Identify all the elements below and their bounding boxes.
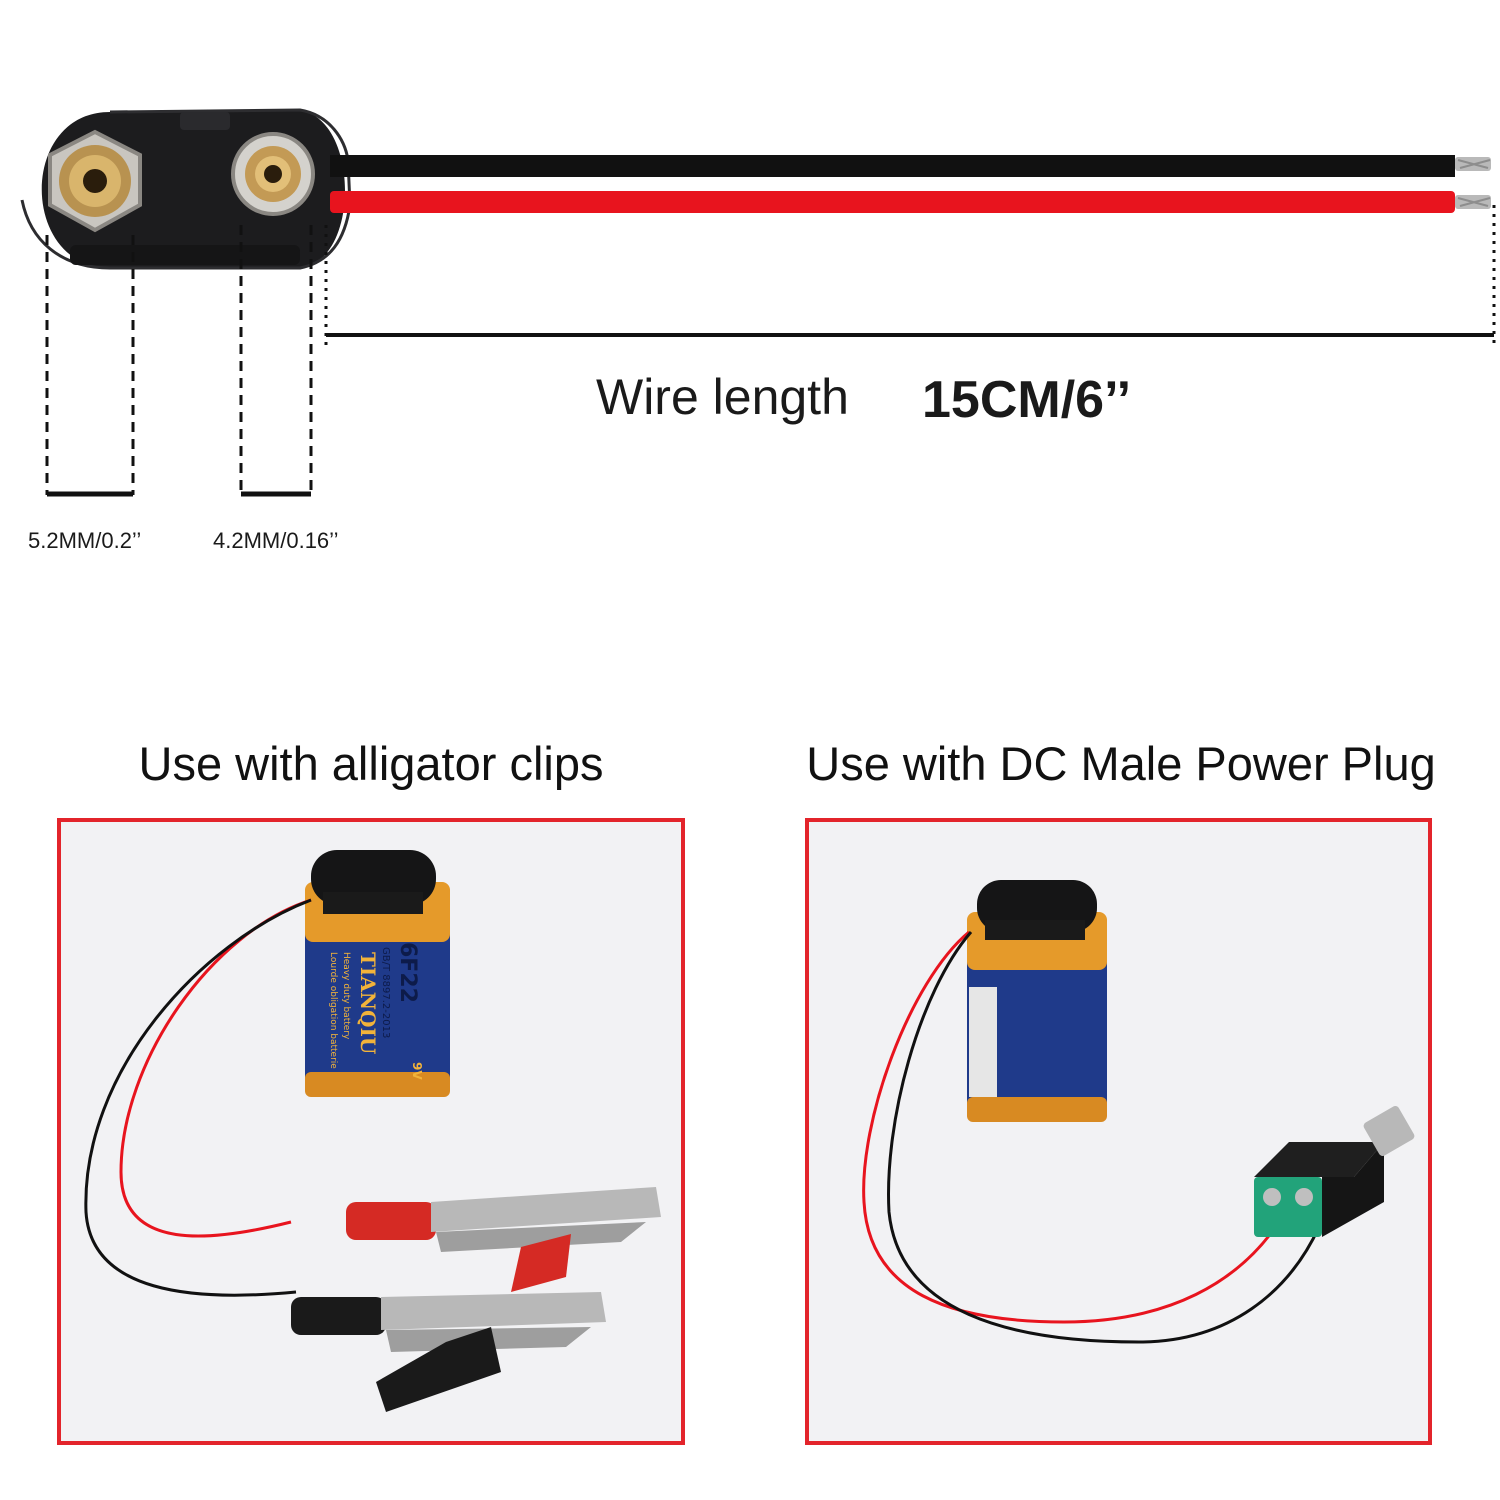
battery-9v: 6F22 GB/T 8897.2-2013 TIANQIU Heavy duty… [305, 850, 450, 1097]
battery-standard: GB/T 8897.2-2013 [380, 947, 391, 1038]
wire-length-value: 15CM/6’’ [922, 371, 1132, 429]
battery-line2: Lourde obligation batterie [328, 952, 338, 1069]
dc-plug-photo [805, 818, 1432, 1445]
battery-9v [967, 880, 1107, 1122]
hex-terminal [48, 129, 142, 233]
wires [330, 155, 1491, 213]
battery-voltage: 9V [410, 1062, 424, 1080]
black-alligator-clip [291, 1292, 606, 1412]
wire-length-label: Wire length [596, 369, 849, 425]
snap-size-dimensions [45, 225, 313, 497]
battery-snap-connector [20, 108, 352, 270]
dc-male-plug [1254, 1106, 1415, 1237]
battery-brand: TIANQIU [356, 952, 380, 1054]
battery-line1: Heavy duty battery [341, 952, 351, 1040]
alligator-clips-photo: 6F22 GB/T 8897.2-2013 TIANQIU Heavy duty… [57, 818, 685, 1445]
dc-plug-title: Use with DC Male Power Plug [806, 737, 1436, 790]
red-alligator-clip [346, 1187, 661, 1292]
wire-length-dimension [324, 205, 1496, 345]
battery-snap-dimension-diagram [20, 108, 1496, 497]
round-terminal [231, 132, 315, 216]
hex-terminal-size: 5.2MM/0.2’’ [28, 528, 142, 553]
alligator-clips-title: Use with alligator clips [138, 737, 604, 790]
round-terminal-size: 4.2MM/0.16’’ [213, 528, 339, 553]
battery-model: 6F22 [395, 942, 420, 1003]
